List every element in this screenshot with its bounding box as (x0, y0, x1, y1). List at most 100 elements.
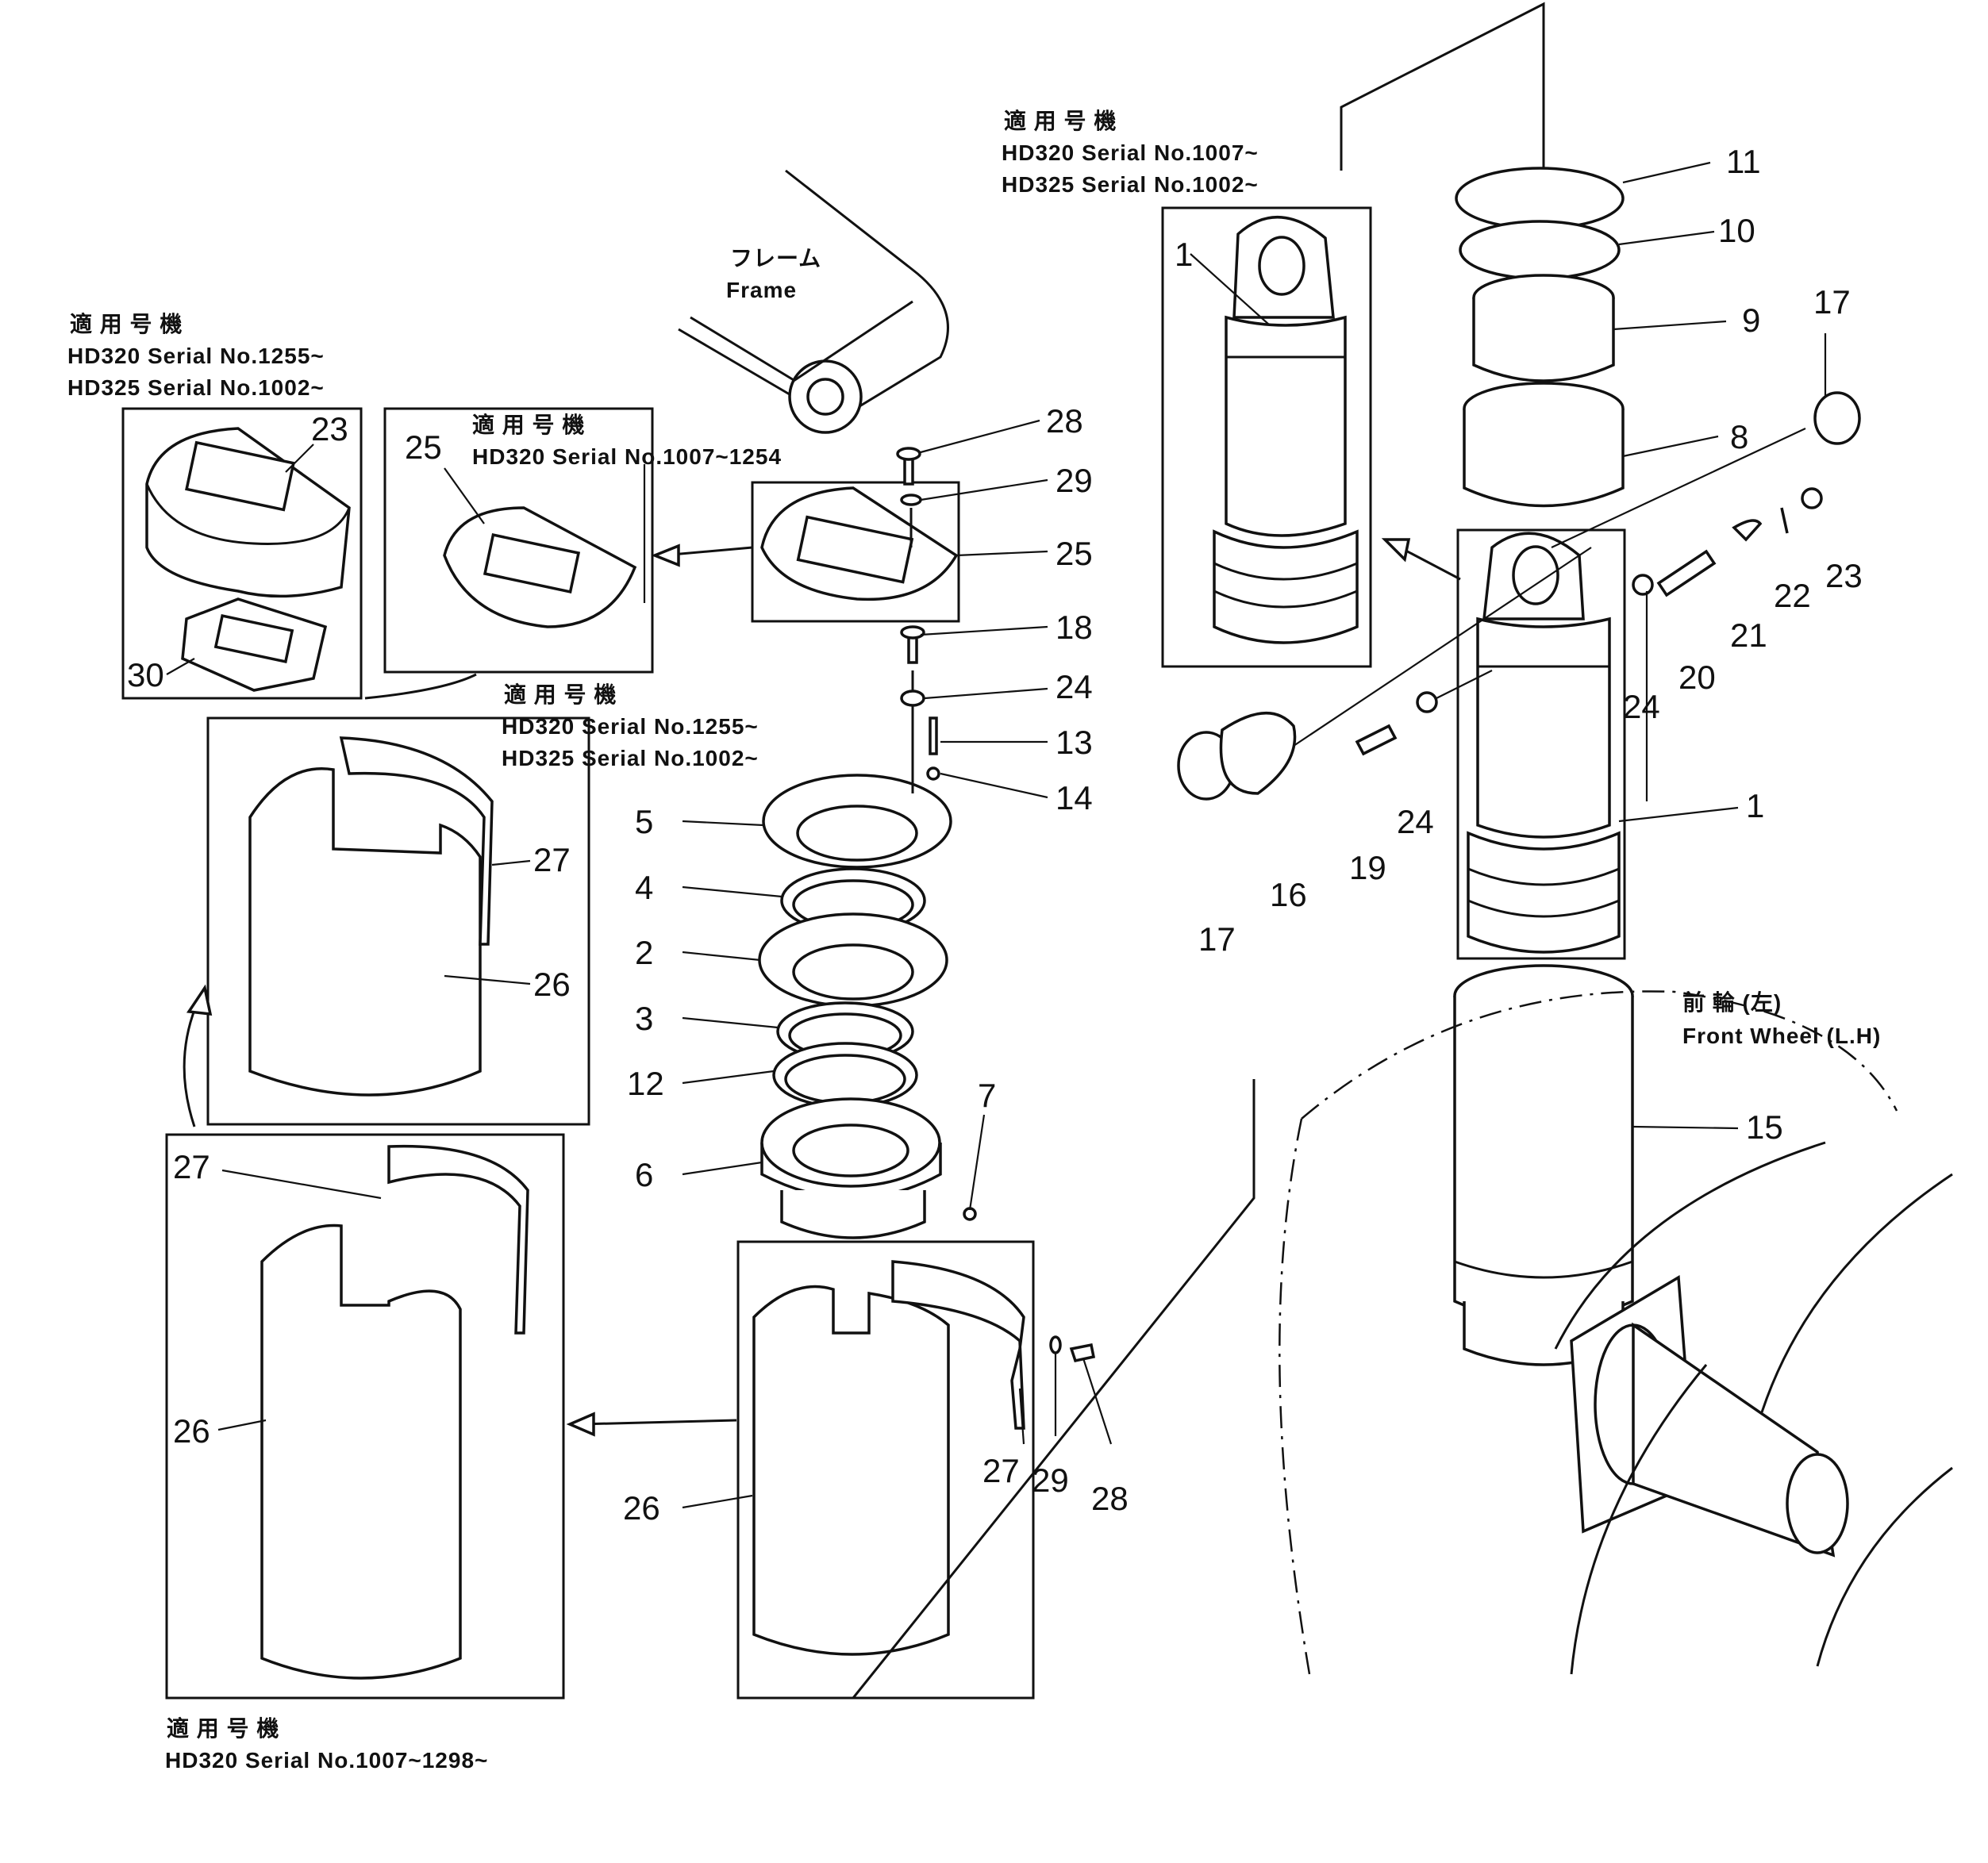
leader-25 (956, 550, 1048, 557)
leader-4 (682, 885, 783, 898)
cylinder-1 (1467, 532, 1621, 954)
leader-27-left-mid (491, 859, 531, 866)
callout-12: 12 (627, 1065, 664, 1102)
leader-12 (682, 1070, 775, 1085)
callout-24-right: 24 (1623, 688, 1660, 725)
box-cover-25-left (383, 407, 654, 674)
shield-26-left-mid (248, 767, 482, 1097)
washer-21 (1732, 519, 1763, 542)
callout-23: 23 (1825, 557, 1863, 594)
bolt-18-head (900, 625, 925, 640)
cover-23 (145, 427, 351, 598)
cover-25-left (443, 506, 637, 628)
box-shield-center (736, 1240, 1035, 1700)
leader-28-bottom (1082, 1358, 1113, 1445)
tire-arc (1554, 1141, 1826, 1675)
box-cover-25 (751, 481, 960, 623)
callout-1-main: 1 (1746, 787, 1764, 824)
leader-26-left-mid (444, 974, 531, 985)
bolt-19 (1355, 724, 1398, 756)
tire-outline-left (1279, 1118, 1311, 1675)
callout-16: 16 (1270, 876, 1307, 913)
leader-18 (920, 625, 1048, 636)
leader-top-right (1340, 2, 1545, 208)
spindle-hub (1570, 1275, 1849, 1558)
leader-16-line (1293, 547, 1592, 747)
box-shield-left-mid (206, 716, 590, 1126)
cylinder-variant-part (1213, 216, 1359, 644)
leader-26-left-bottom (217, 1419, 267, 1431)
leader-11 (1622, 161, 1711, 184)
leader-24-center (924, 687, 1048, 700)
bolt-13 (929, 716, 938, 755)
nut-24-right (1632, 574, 1654, 596)
leader-27-center (1018, 1388, 1025, 1445)
wheel-label-jp: 前 輪 (左) (1682, 989, 1782, 1015)
box-cover-23 (121, 407, 363, 700)
frame-label-en: Frame (726, 278, 797, 302)
callout-25-left: 25 (405, 428, 442, 466)
callout-20: 20 (1678, 659, 1716, 696)
callout-18: 18 (1056, 609, 1093, 646)
note-top-right-line1: HD320 Serial No.1007~ (1002, 140, 1259, 165)
leader-10 (1618, 230, 1715, 246)
callout-9: 9 (1742, 302, 1760, 339)
callout-24-center: 24 (1056, 668, 1093, 705)
callout-28-bottom: 28 (1091, 1480, 1129, 1517)
note-bottom-line1: HD320 Serial No.1007~1298~ (165, 1748, 488, 1773)
washer-29-bottom (1049, 1335, 1062, 1354)
leader-27-left-bottom (221, 1169, 382, 1200)
leader-30 (166, 658, 195, 675)
strip-27-center (891, 1260, 1025, 1430)
callout-26-left-mid: 26 (533, 966, 571, 1003)
leader-1-main (1618, 806, 1739, 823)
leader-2 (682, 951, 761, 962)
tire-arc-2 (1760, 1173, 1953, 1667)
callout-17-left: 17 (1198, 920, 1236, 958)
arrow-head-cover (651, 544, 680, 567)
bushing-9 (1472, 274, 1615, 382)
note-top-right-applic: 適 用 号 機 (1004, 108, 1117, 133)
washer-14 (926, 766, 940, 781)
callout-11: 11 (1726, 143, 1761, 180)
note-top-left-line1: HD320 Serial No.1255~ (67, 344, 325, 368)
callout-24-left: 24 (1397, 803, 1434, 840)
note-top-left-line2: HD325 Serial No.1002~ (67, 375, 325, 400)
strip-27-left-bottom (387, 1144, 529, 1335)
note-bottom-applic: 適 用 号 機 (167, 1715, 279, 1741)
flange-6 (760, 1097, 942, 1239)
arrow-head-shield-up (186, 984, 213, 1016)
leader-29-top (920, 478, 1048, 501)
callout-3: 3 (635, 1000, 653, 1037)
nut-24-left (1416, 691, 1438, 713)
leader-9 (1613, 320, 1727, 331)
callout-22: 22 (1774, 577, 1811, 614)
frame-label-jp: フレーム (730, 246, 821, 271)
leader-6 (682, 1161, 763, 1176)
plate-5 (762, 774, 952, 869)
leader-28-top (920, 419, 1040, 454)
ring-11 (1455, 167, 1625, 230)
note-left-mid-line2: HD325 Serial No.1002~ (502, 746, 759, 770)
box-cylinder-variant (1161, 206, 1372, 668)
callout-27-left-mid: 27 (533, 841, 571, 878)
cap-16 (1219, 711, 1297, 795)
shield-26-left-bottom (260, 1223, 462, 1680)
callout-8: 8 (1730, 418, 1748, 455)
cover-25 (760, 486, 959, 601)
callout-28-top: 28 (1046, 402, 1083, 440)
leader-5 (682, 820, 764, 827)
callout-30: 30 (127, 656, 164, 693)
strip-27-left-mid (339, 736, 494, 946)
leader-26-center (682, 1494, 753, 1509)
leader-14 (940, 772, 1048, 799)
washer-29-top (900, 494, 922, 506)
callout-27-center: 27 (982, 1452, 1020, 1489)
callout-21: 21 (1730, 617, 1767, 654)
bolt-28-head (896, 447, 921, 461)
leader-25-left (444, 467, 485, 524)
callout-26-center: 26 (623, 1489, 660, 1527)
callout-26-left-bottom: 26 (173, 1412, 210, 1450)
arrow-shield-left (579, 1419, 737, 1426)
